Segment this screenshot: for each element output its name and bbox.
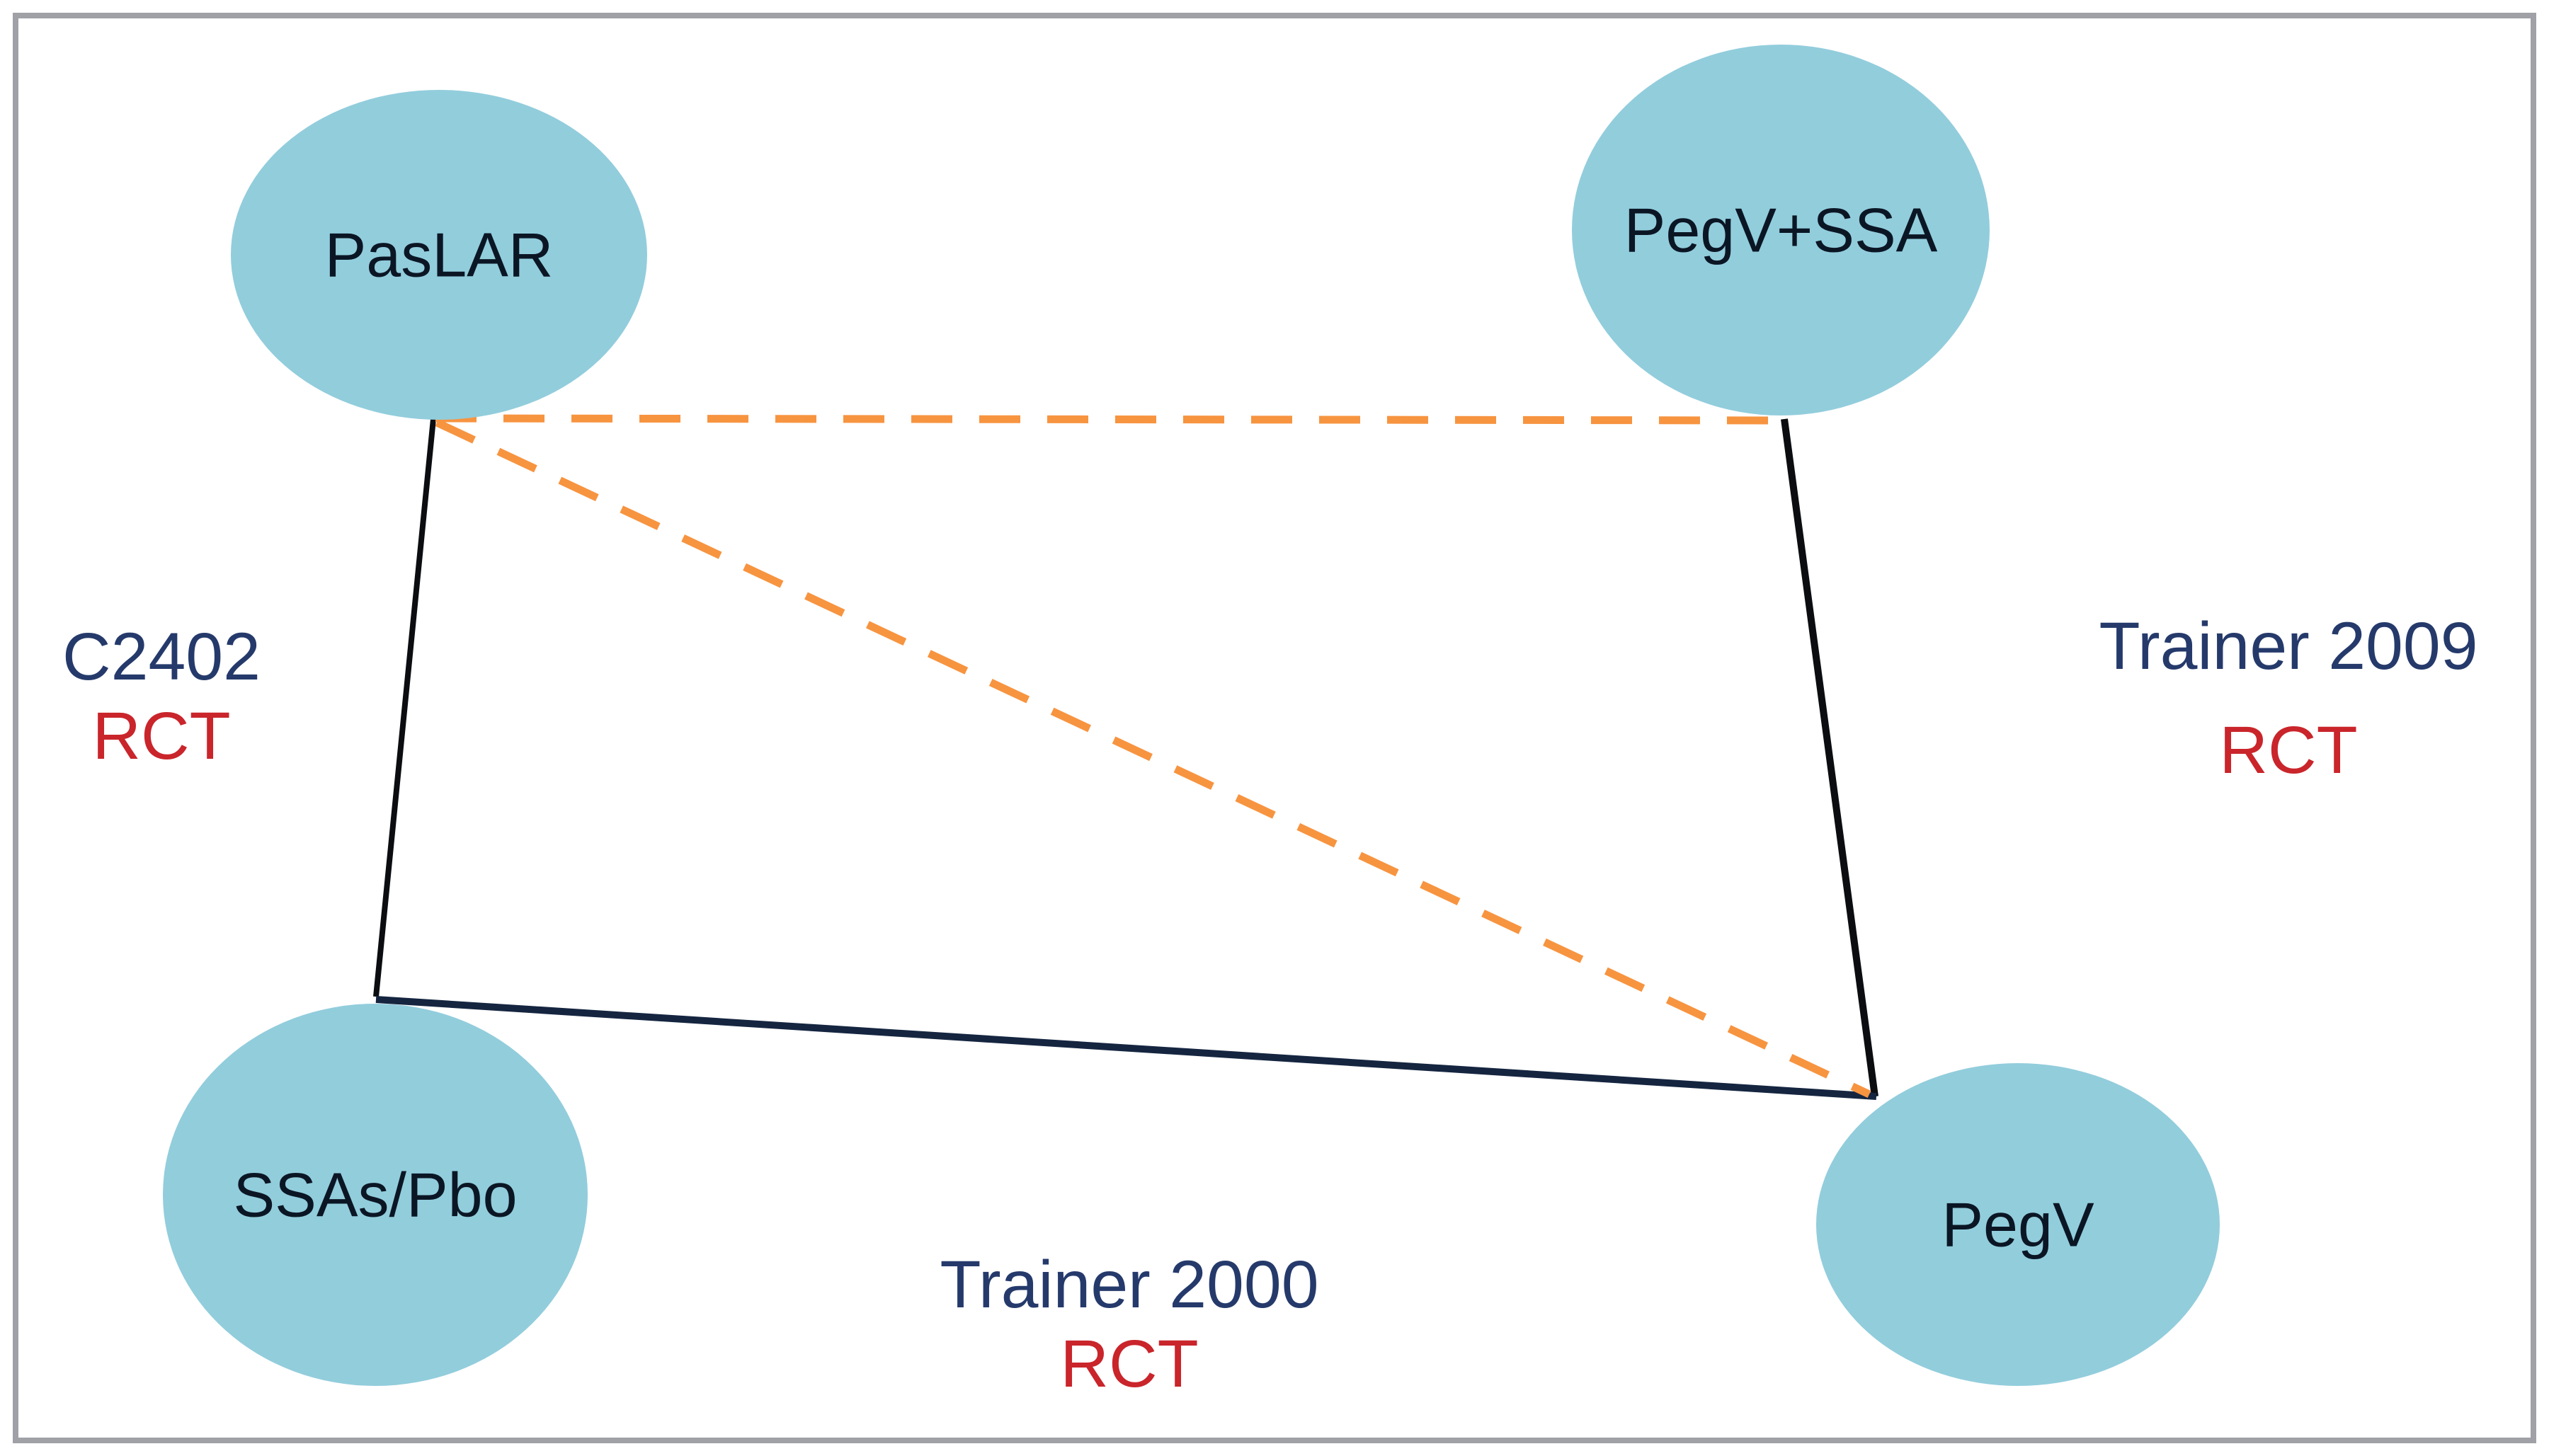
edge-pegv-ssa-pegv [1781,418,1878,1097]
figure-border [13,13,2536,1443]
edge-paslar-pegv-ssa [435,414,1784,425]
study-label-trainer2000: Trainer 2000 [940,1247,1318,1322]
node-ellipse-pegv-ssa [1572,45,1990,415]
study-label-c2402: C2402 [62,619,261,694]
node-ellipse-paslar [231,90,647,420]
rct-label-c2402: RCT [92,699,230,774]
node-label-pegv: PegV [1941,1190,2094,1260]
edge-paslar-pegv [435,419,1871,1098]
node-ellipse-ssas-pbo [163,1004,588,1386]
rct-label-trainer2000: RCT [1060,1326,1198,1401]
study-label-trainer2009: Trainer 2009 [2099,609,2477,684]
edge-paslar-ssas-pbo [373,418,436,997]
node-label-pegv-ssa: PegV+SSA [1624,195,1938,265]
rct-label-trainer2009: RCT [2219,713,2357,788]
node-ellipse-pegv [1816,1063,2220,1386]
node-label-ssas-pbo: SSAs/Pbo [233,1160,517,1230]
edge-ssas-pbo-pegv [375,996,1877,1100]
node-label-paslar: PasLAR [325,220,554,290]
